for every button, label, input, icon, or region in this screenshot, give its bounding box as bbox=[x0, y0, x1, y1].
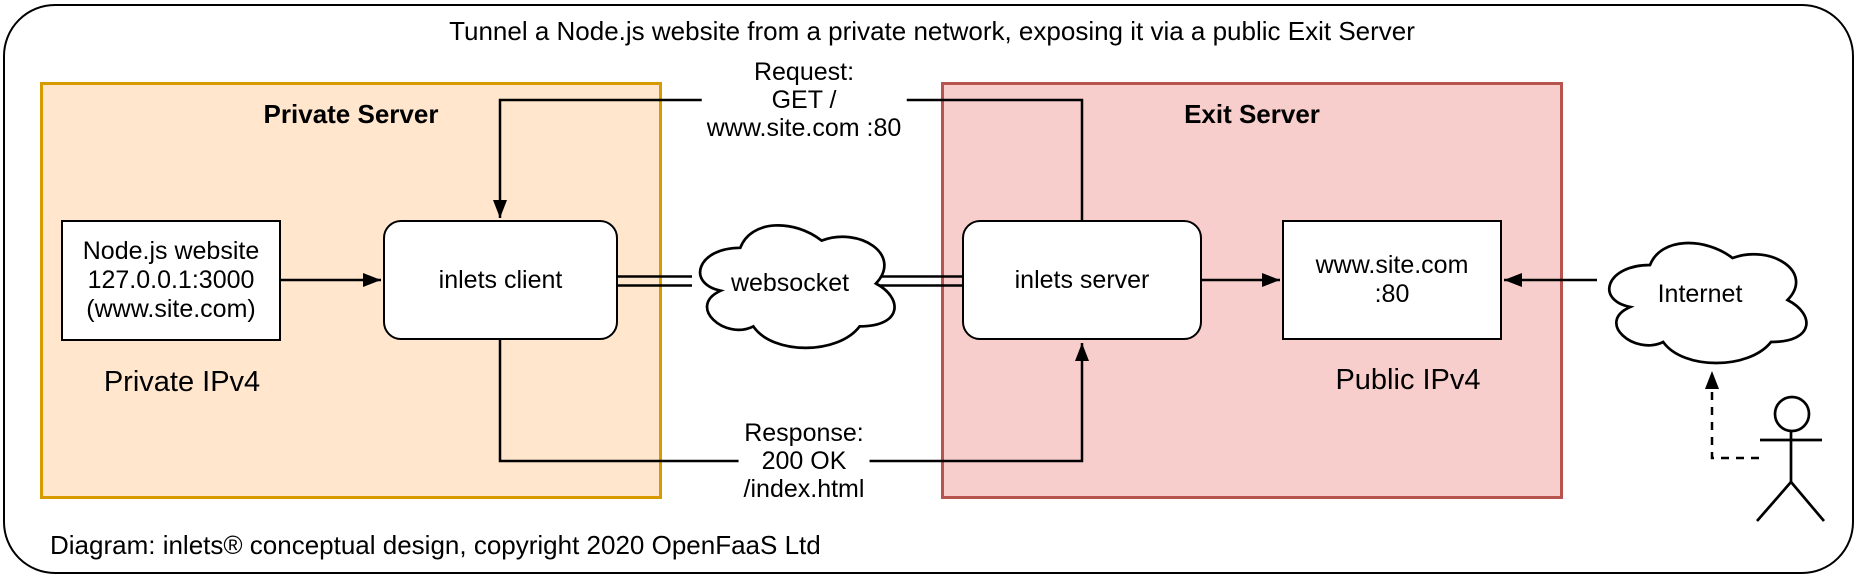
request-edge-label: Request: GET / www.site.com :80 bbox=[701, 57, 907, 143]
request-line-1: Request: bbox=[753, 58, 855, 86]
inlets-client-node: inlets client bbox=[383, 220, 618, 340]
websocket-cloud-label: websocket bbox=[730, 269, 850, 297]
copyright-footer: Diagram: inlets® conceptual design, copy… bbox=[50, 530, 821, 560]
inlets-client-label: inlets client bbox=[438, 265, 563, 294]
request-line-2: GET / bbox=[771, 86, 837, 114]
nodejs-line-1: Node.js website bbox=[82, 237, 260, 265]
exit-server-label: Exit Server bbox=[1184, 99, 1320, 129]
inlets-server-label: inlets server bbox=[1014, 265, 1150, 294]
internet-cloud-label: Internet bbox=[1657, 280, 1743, 308]
response-line-2: 200 OK bbox=[761, 447, 847, 475]
response-edge-label: Response: 200 OK /index.html bbox=[738, 418, 870, 504]
www-line-2: :80 bbox=[1374, 280, 1410, 308]
www-line-1: www.site.com bbox=[1315, 251, 1469, 279]
inlets-server-node: inlets server bbox=[962, 220, 1202, 340]
public-ip-label: Public IPv4 bbox=[1335, 364, 1481, 396]
response-line-1: Response: bbox=[744, 419, 864, 447]
request-line-3: www.site.com :80 bbox=[706, 114, 902, 142]
private-ip-label: Private IPv4 bbox=[103, 366, 261, 398]
diagram-outer-border bbox=[3, 4, 1854, 574]
nodejs-line-2: 127.0.0.1:3000 bbox=[87, 266, 255, 294]
diagram-title: Tunnel a Node.js website from a private … bbox=[449, 16, 1415, 46]
nodejs-line-3: (www.site.com) bbox=[86, 295, 256, 323]
nodejs-website-node: Node.js website 127.0.0.1:3000 (www.site… bbox=[61, 220, 281, 341]
response-line-3: /index.html bbox=[743, 475, 865, 503]
www-site-node: www.site.com :80 bbox=[1282, 220, 1502, 340]
private-server-label: Private Server bbox=[263, 99, 439, 129]
